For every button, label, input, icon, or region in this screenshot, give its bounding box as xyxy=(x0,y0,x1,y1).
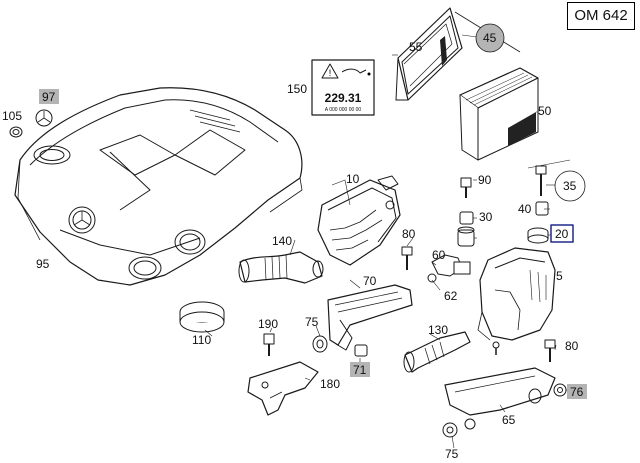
emblem-star xyxy=(35,109,53,127)
callout-71: 71 xyxy=(353,363,367,377)
grommet-75a xyxy=(312,335,328,353)
leader-lines xyxy=(204,34,568,449)
callout-190: 190 xyxy=(258,317,278,331)
mount-40 xyxy=(535,201,549,216)
air-filter-housing-5 xyxy=(477,247,556,355)
bracket-180 xyxy=(247,361,319,416)
callout-35-circle xyxy=(554,170,586,202)
intake-hose-140 xyxy=(238,251,324,284)
air-filter-50 xyxy=(459,67,539,161)
callout-62: 62 xyxy=(444,289,458,303)
bolt-80a xyxy=(401,246,413,270)
callout-150: 150 xyxy=(287,82,307,96)
callout-70: 70 xyxy=(363,274,377,288)
bracket-65 xyxy=(442,367,556,438)
air-duct-70 xyxy=(327,284,413,351)
sticker-subtext: A 000 000 00 00 xyxy=(325,107,362,113)
grommet-76 xyxy=(553,383,567,397)
callout-180: 180 xyxy=(320,377,340,391)
callout-95: 95 xyxy=(36,257,50,271)
bolt-190 xyxy=(263,333,275,356)
sticker-value: 229.31 xyxy=(325,91,362,105)
callout-75-upper: 75 xyxy=(305,315,319,329)
callout-45-circle xyxy=(475,23,505,53)
callout-80-lower: 80 xyxy=(565,339,579,353)
callout-90: 90 xyxy=(478,173,492,187)
grommet-110 xyxy=(179,301,225,333)
bolt-80b xyxy=(544,339,556,362)
callout-10: 10 xyxy=(346,172,360,186)
model-code-box: OM 642 xyxy=(567,2,635,30)
callout-60: 60 xyxy=(432,248,446,262)
rubber-mount-30 xyxy=(459,211,474,225)
callout-97-box xyxy=(39,89,59,104)
callout-35: 35 xyxy=(563,179,577,193)
callout-97: 97 xyxy=(42,90,56,104)
callout-50: 50 xyxy=(538,104,552,118)
intake-duct-10 xyxy=(317,175,401,266)
callout-75-lower: 75 xyxy=(445,447,459,461)
callout-5: 5 xyxy=(556,269,563,283)
callout-76: 76 xyxy=(570,385,584,399)
bolt-35 xyxy=(527,159,571,196)
rubber-mount-30b xyxy=(457,226,475,247)
mount-20 xyxy=(527,227,549,244)
callout-110: 110 xyxy=(192,333,211,347)
clip-105 xyxy=(9,126,23,138)
nut-71 xyxy=(354,344,368,357)
bolt-90 xyxy=(460,177,472,198)
warning-sticker: ! xyxy=(311,59,375,116)
callout-45: 45 xyxy=(483,31,497,45)
svg-text:!: ! xyxy=(329,68,332,78)
callout-71-box xyxy=(350,362,370,377)
engine-cover xyxy=(14,87,303,286)
callout-20: 20 xyxy=(555,227,569,241)
callout-130: 130 xyxy=(428,323,448,337)
callout-65: 65 xyxy=(502,413,516,427)
callout-20-box xyxy=(550,224,574,243)
callout-30: 30 xyxy=(479,210,493,224)
hose-130 xyxy=(403,331,471,373)
callout-105: 105 xyxy=(2,109,22,123)
model-code: OM 642 xyxy=(574,7,628,24)
callout-140: 140 xyxy=(272,234,292,248)
sensor-60 xyxy=(427,254,471,283)
callout-76-box xyxy=(567,384,587,399)
air-filter-55 xyxy=(395,7,463,101)
callout-80-upper: 80 xyxy=(402,227,416,241)
callout-40: 40 xyxy=(518,202,532,216)
callout-55: 55 xyxy=(409,40,423,54)
